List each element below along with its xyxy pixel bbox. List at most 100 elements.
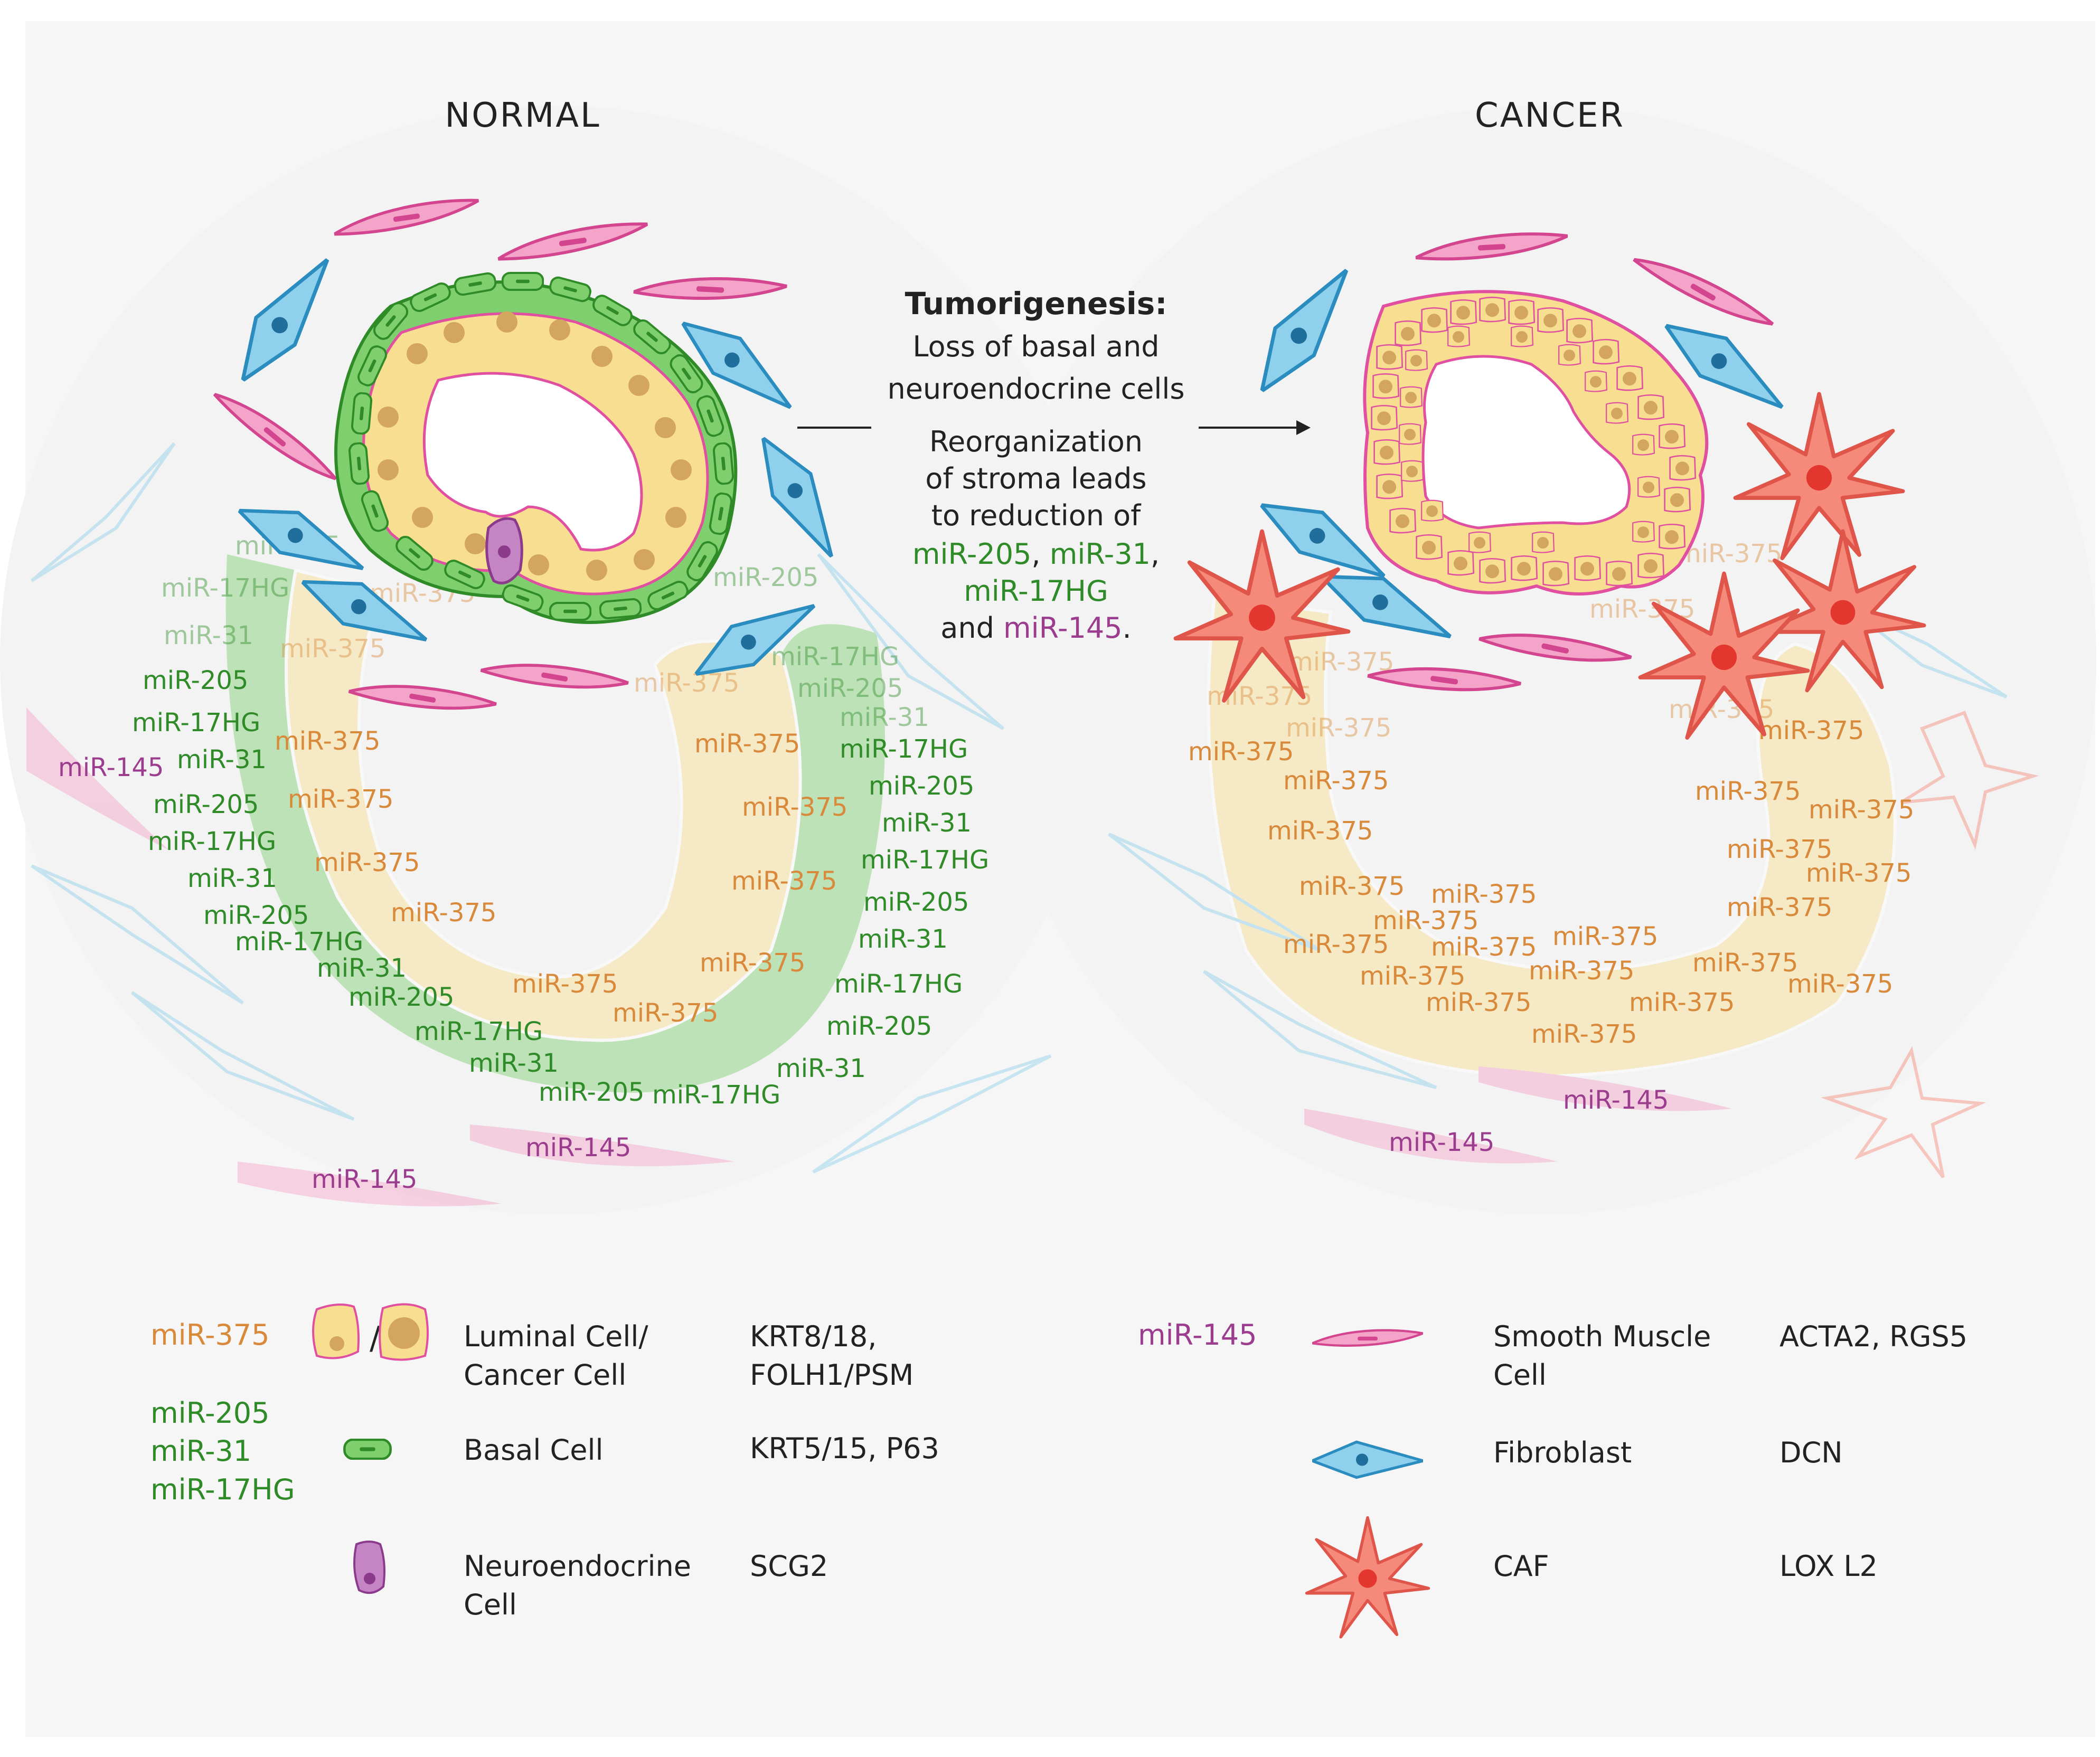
mir-label: miR-375 <box>1431 880 1537 909</box>
legend-slash: / <box>370 1320 381 1357</box>
mir-label: miR-31 <box>469 1048 559 1078</box>
legend-mir-375: miR-375 <box>150 1318 270 1352</box>
cancer-title: CANCER <box>1475 96 1625 135</box>
center-line-6: miR-205, miR-31, <box>912 537 1160 571</box>
center-mir-17hg: miR-17HG <box>964 574 1108 608</box>
mir-label: miR-205 <box>349 983 454 1012</box>
mir-label: miR-375 <box>1677 539 1782 569</box>
mir-label: miR-17HG <box>161 573 289 603</box>
mir-label: miR-17HG <box>861 845 989 875</box>
mir-label: miR-205 <box>203 901 309 930</box>
mir-label: miR-375 <box>1806 858 1911 888</box>
legend-luminal-cell-icon <box>312 1303 360 1359</box>
mir-label: miR-375 <box>1758 716 1864 745</box>
mir-label: miR-375 <box>1529 956 1634 986</box>
center-line-3: Reorganization <box>929 425 1143 458</box>
mir-label: miR-31 <box>164 621 253 650</box>
mir-label: miR-375 <box>700 948 805 978</box>
mir-label: miR-145 <box>1389 1128 1494 1157</box>
mir-label: miR-375 <box>1692 948 1798 978</box>
legend-fibroblast: Fibroblast DCN <box>1312 1436 1843 1478</box>
mir-label: miR-375 <box>1727 893 1832 922</box>
legend-mir-31: miR-31 <box>150 1434 251 1468</box>
mir-label: miR-375 <box>288 785 393 814</box>
legend-basal-cell-icon <box>344 1440 390 1459</box>
mir-label: miR-17HG <box>652 1080 780 1110</box>
mir-label: miR-17HG <box>771 642 899 672</box>
mir-label: miR-17HG <box>415 1017 543 1046</box>
mir-label: miR-31 <box>187 864 277 893</box>
mir-label: miR-31 <box>317 953 407 983</box>
left-glow <box>0 106 1109 1214</box>
center-line-5: to reduction of <box>931 499 1142 532</box>
legend-caf-marker: LOX L2 <box>1779 1550 1878 1583</box>
mir-label: miR-145 <box>1563 1085 1669 1115</box>
legend-luminal-label-2: Cancer Cell <box>464 1358 626 1392</box>
mir-label: miR-375 <box>1809 795 1914 825</box>
mir-label: miR-31 <box>882 808 972 838</box>
faint-fib-5 <box>817 553 1004 730</box>
legend-neuro-marker: SCG2 <box>750 1550 828 1583</box>
cancer-lumen <box>1421 355 1631 530</box>
lumen <box>422 372 643 552</box>
faint-caf-c1 <box>1900 711 2039 850</box>
mir-label: miR-17HG <box>148 827 276 856</box>
center-line-2: neuroendocrine cells <box>887 372 1184 405</box>
mir-label: miR-375 <box>613 998 718 1028</box>
mir-label: miR-375 <box>1531 1019 1637 1049</box>
mir-label: miR-17HG <box>132 708 260 738</box>
legend-caf: CAF LOX L2 <box>1307 1518 1878 1637</box>
legend-smooth-muscle: miR-145 Smooth Muscle Cell ACTA2, RGS5 <box>1138 1318 1967 1392</box>
mir-label: miR-375 <box>1727 835 1832 864</box>
mir-label: miR-375 <box>275 726 380 756</box>
center-line-4: of stroma leads <box>925 462 1146 495</box>
cancer-zoomed-background <box>1108 594 2039 1178</box>
mir-label: miR-205 <box>539 1078 644 1107</box>
mir-label: miR-205 <box>863 887 969 917</box>
legend-luminal-marker: KRT8/18, <box>750 1320 877 1353</box>
faint-smooth-bottom1 <box>238 1161 502 1206</box>
mir-label: miR-375 <box>1373 906 1479 936</box>
center-comma-2: , <box>1151 537 1160 571</box>
mir-label: miR-375 <box>1283 930 1389 959</box>
legend-caf-label: CAF <box>1493 1550 1549 1583</box>
legend-smooth-label-2: Cell <box>1493 1358 1547 1392</box>
neuroendocrine-cell <box>485 517 523 584</box>
tumorigenesis-heading: Tumorigenesis: <box>905 286 1167 322</box>
mir-label: miR-31 <box>177 745 267 774</box>
cancer-gland <box>1363 290 1709 596</box>
mir-label: miR-375 <box>1695 777 1801 806</box>
legend-luminal-label: Luminal Cell/ <box>464 1320 648 1353</box>
faint-fib-c1 <box>1108 833 1321 952</box>
mir-label: miR-375 <box>1426 988 1531 1017</box>
center-line-8: and miR-145. <box>940 611 1131 645</box>
mir-label: miR-375 <box>1629 988 1735 1017</box>
center-comma-1: , <box>1031 537 1049 571</box>
legend-mir-205: miR-205 <box>150 1396 270 1430</box>
mir-label: miR-205 <box>826 1012 932 1041</box>
legend-basal: miR-205 miR-31 miR-17HG Basal Cell KRT5/… <box>150 1396 939 1506</box>
faint-smooth-left <box>26 707 169 850</box>
mir-label: miR-375 <box>694 729 800 759</box>
center-mir-145: miR-145 <box>1003 611 1123 645</box>
faint-cancer-mass <box>1207 594 1897 1079</box>
normal-title: NORMAL <box>445 96 600 135</box>
mir-label: miR-375 <box>1299 872 1405 901</box>
mir-label: miR-375 <box>1286 713 1391 743</box>
mir-label: miR-375 <box>1267 816 1373 846</box>
mir-label: miR-375 <box>1431 932 1537 962</box>
faint-fib-1 <box>31 864 244 1005</box>
center-annotation: Tumorigenesis: Loss of basal and neuroen… <box>797 286 1311 645</box>
center-line-1: Loss of basal and <box>912 330 1159 363</box>
legend-smooth-label: Smooth Muscle <box>1493 1320 1711 1353</box>
faint-fib-3 <box>812 1054 1052 1174</box>
mir-label: miR-375 <box>391 898 496 928</box>
mir-label: miR-145 <box>525 1133 631 1163</box>
mir-label: miR-205 <box>869 771 974 801</box>
legend-fib-marker: DCN <box>1779 1436 1843 1469</box>
mir-label: miR-205 <box>797 674 903 703</box>
legend-fib-label: Fibroblast <box>1493 1436 1632 1469</box>
center-mir-31: miR-31 <box>1050 537 1151 571</box>
mir-label: miR-205 <box>153 790 259 819</box>
